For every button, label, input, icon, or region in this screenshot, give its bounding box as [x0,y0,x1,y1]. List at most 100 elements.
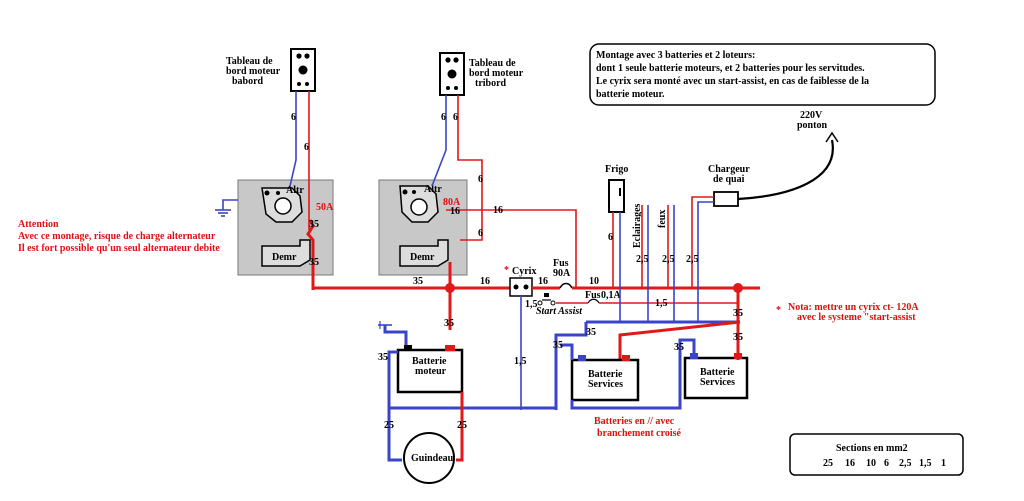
wire-label-35a: 35 [309,219,319,230]
wire-label-35h: 35 [553,340,563,351]
cyrix-note-star: * [776,305,781,316]
wire-label-6a: 6 [291,112,296,123]
attention-line-3: Il est fort possible qu'un seul alternat… [18,243,220,254]
wire-label-16b: 16 [493,205,503,216]
note-line-4: batterie moteur. [596,89,665,100]
note-line-3: Le cyrix sera monté avec un start-assist… [596,76,869,87]
wire-label-25c: 2,5 [686,254,699,265]
wire-tribord-red [457,95,483,241]
wire-label-6c: 6 [441,112,446,123]
note-line-2: dont 1 seule batterie moteurs, et 2 batt… [596,63,865,74]
frigo-unit [608,179,625,213]
wire-tribord-blue [431,95,447,187]
battery-services-1 [570,355,640,402]
alternator-babord [261,187,303,223]
batt-services2-line-2: Services [700,377,735,388]
wire-label-16c: 16 [480,276,490,287]
sections-legend [789,433,964,476]
plug-icon [825,131,839,143]
frigo-label: Frigo [605,164,628,175]
wire-label-6g: 6 [608,232,613,243]
batteries-note-line-1: Batteries en // avec [594,416,675,427]
batt-services1-line-1: Batterie [588,369,623,380]
wire-label-25a: 2,5 [636,254,649,265]
wire-label-35i: 35 [378,352,388,363]
cyrix-star: * [504,265,509,276]
chargeur-line-2: de quai [713,174,745,185]
cyrix-relay [509,277,533,297]
cyrix-note-line-1: Nota: mettre un cyrix ct- 120A [788,302,919,313]
wire-chargeur-blue [697,201,714,322]
batteries-note-line-2: branchement croisé [597,428,682,439]
attention-line-2: Avec ce montage, risque de charge altern… [18,231,216,242]
wire-moteur-bottom [387,350,556,410]
alternator-tribord [399,185,439,223]
wire-babord-blue [289,91,297,187]
ponton-line-1: 220V [800,110,823,121]
batt-services2-line-1: Batterie [700,367,735,378]
starter-right-label: Demr [410,252,435,263]
wire-babord-starter [306,219,315,290]
wire-label-35e: 35 [733,308,743,319]
note-line-1: Montage avec 3 batteries et 2 loteurs: [596,50,755,61]
wire-label-10: 10 [589,276,599,287]
panel-babord-line-2: bord moteur [226,66,281,77]
batt-moteur-line-1: Batterie [412,356,447,367]
wire-s2-neg [570,338,696,410]
panel-babord-line-1: Tableau de [226,56,273,67]
wire-label-25e: 25 [457,420,467,431]
wire-label-25d: 25 [384,420,394,431]
ground-icon [215,199,238,217]
section-25: 25 [823,458,833,469]
dashboard-babord [290,48,316,92]
wire-label-35d: 35 [586,327,596,338]
dashboard-tribord [439,52,465,96]
wire-label-35g: 35 [674,342,684,353]
ponton-line-2: ponton [797,120,827,131]
section-16: 16 [845,458,855,469]
section-2-5: 2,5 [899,458,912,469]
alt-right-label: Altr [424,184,442,195]
note-box [589,43,936,106]
batt-moteur-line-2: moteur [415,366,447,377]
wire-label-25b: 2,5 [662,254,675,265]
wire-moteur-neg [383,325,408,345]
start-assist-label: Start Assist [536,306,583,317]
wire-label-6d: 6 [453,112,458,123]
starter-left-label: Demr [272,252,297,263]
fus90-line-1: Fus [553,258,569,269]
panel-tribord-line-2: bord moteur [469,68,524,79]
starter-babord [261,239,311,267]
panel-tribord-line-1: Tableau de [469,58,516,69]
attention-title: Attention [18,219,59,230]
feux-label: feux [657,210,668,228]
wire-label-35b: 35 [309,257,319,268]
batt-services1-line-2: Services [588,379,623,390]
alt-left-amp: 50A [316,202,334,213]
bus-node [445,283,455,293]
start-assist-button[interactable] [537,293,556,306]
wire-label-35f: 35 [733,332,743,343]
section-1: 1 [941,458,946,469]
wire-chargeur-red [691,196,714,288]
fuse-90a-icon [559,282,573,289]
starter-tribord [399,239,449,267]
alt-left-label: Altr [286,185,304,196]
wire-neg-left [554,322,588,410]
fus01-line-2: 0,1A [601,290,622,301]
fuse-01a-icon [587,298,600,304]
sections-title: Sections en mm2 [836,443,908,454]
wire-label-15b: 1,5 [525,299,538,310]
section-10: 10 [866,458,876,469]
wire-label-6e: 6 [478,174,483,185]
wire-alt-right-out [446,209,577,287]
wire-label-35c: 35 [413,276,423,287]
alt-right-amp: 80A [443,197,461,208]
wire-label-35j: 35 [444,318,454,329]
guindeau-label: Guindeau [411,453,454,464]
section-6: 6 [884,458,889,469]
wire-label-16d: 16 [538,276,548,287]
wire-label-15a: 1,5 [514,356,527,367]
wire-cross-red [618,320,741,360]
